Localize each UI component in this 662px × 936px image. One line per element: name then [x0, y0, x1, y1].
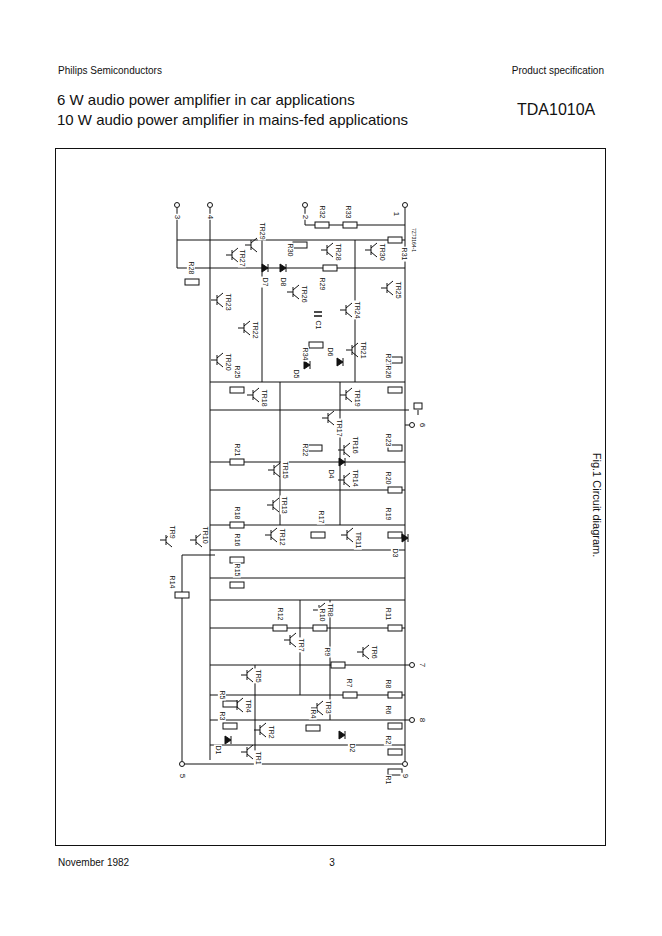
transistor-symbols [160, 238, 393, 759]
component-label: TR14 [351, 468, 359, 487]
component-label: TR30 [378, 242, 386, 261]
component-label: R18 [233, 506, 241, 521]
component-label: R6 [384, 705, 392, 716]
component-label: TR13 [280, 495, 288, 514]
header-text: November 1982 [57, 857, 130, 868]
component-label: R20 [384, 471, 392, 486]
component-label: TR16 [351, 435, 359, 454]
pin-number: 6 [418, 422, 427, 428]
component-label: TR28 [334, 242, 342, 261]
component-label: TR5 [254, 668, 262, 683]
component-label: R26 [384, 365, 392, 380]
component-label: R23 [384, 433, 392, 448]
component-label: TR23 [224, 292, 232, 311]
component-label: R11 [384, 607, 392, 621]
component-label: R12 [276, 607, 284, 622]
pin-circles [175, 203, 415, 767]
component-label: R33 [344, 205, 352, 220]
component-label: D2 [348, 743, 356, 754]
header-text: Product specification [511, 65, 605, 76]
component-label: D8 [279, 277, 287, 288]
component-label: R19 [384, 507, 392, 522]
title-line: 10 W audio power amplifier in mains-fed … [57, 110, 408, 130]
component-label: TR3 [324, 699, 332, 714]
component-label: TR19 [353, 388, 361, 407]
component-label: R28 [187, 261, 195, 276]
component-label: R29 [318, 277, 326, 292]
component-label: R15 [233, 563, 241, 578]
component-label: D3 [391, 548, 399, 559]
pin-number: 8 [418, 717, 427, 723]
component-label: R2 [384, 735, 392, 746]
pin-number: 5 [178, 773, 187, 779]
component-label: R5 [218, 690, 226, 701]
component-label: R8 [384, 679, 392, 690]
component-label: TR2 [267, 724, 275, 739]
capacitor-symbol [314, 312, 322, 316]
diode-symbols [225, 264, 408, 744]
component-label: R3 [218, 711, 226, 722]
drawing-code: 7Z73164-1 [410, 227, 416, 253]
component-label: TR24 [353, 300, 361, 319]
title-line: 6 W audio power amplifier in car applica… [57, 90, 408, 110]
component-label: R25 [233, 365, 241, 380]
component-label: TR10 [201, 525, 209, 544]
component-label: R1 [384, 775, 392, 786]
component-label: TR8 [326, 602, 334, 617]
pin-number: 7 [418, 662, 427, 668]
component-label: D4 [327, 469, 335, 480]
figure-caption: Fig.1 Circuit diagram. [591, 452, 603, 559]
component-label: D1 [214, 745, 222, 756]
component-label: C1 [314, 320, 322, 331]
component-label: TR6 [370, 644, 378, 659]
component-label: TR27 [238, 248, 246, 267]
component-label: R14 [168, 575, 176, 590]
component-label: TR25 [394, 280, 402, 299]
wiring [177, 208, 422, 764]
component-label: TR21 [359, 340, 367, 359]
component-label: R7 [345, 678, 353, 689]
component-label: TR1 [254, 750, 262, 765]
component-label: TR7 [297, 637, 305, 652]
component-label: TR11 [354, 531, 362, 550]
component-label: D6 [326, 347, 334, 358]
component-label: R4 [309, 709, 317, 720]
figure-frame [56, 149, 606, 846]
header-text: TDA1010A [516, 101, 596, 119]
component-label: TR29 [258, 221, 266, 240]
component-label: R21 [233, 443, 241, 458]
component-label: D5 [292, 369, 300, 380]
component-label: TR17 [335, 418, 343, 437]
pin-number: 9 [401, 773, 410, 779]
component-label: R30 [286, 243, 294, 258]
component-label: R9 [323, 647, 331, 658]
component-label: R17 [317, 510, 325, 525]
component-label: R34 [301, 347, 309, 362]
component-label: R31 [400, 247, 408, 262]
component-label: R22 [301, 443, 309, 458]
page-number: 3 [328, 857, 336, 868]
pin-number: 3 [173, 214, 182, 220]
component-label: R16 [233, 533, 241, 548]
component-label: TR12 [278, 527, 286, 546]
component-label: R10 [318, 608, 326, 623]
component-label: TR20 [224, 352, 232, 371]
component-label: TR26 [300, 284, 308, 303]
component-label: R32 [318, 205, 326, 220]
component-label: D7 [261, 277, 269, 288]
pin-number: 4 [206, 214, 215, 220]
component-label: TR15 [281, 460, 289, 479]
component-label: TR22 [251, 320, 259, 339]
resistor-symbols [175, 222, 402, 775]
page-title: 6 W audio power amplifier in car applica… [57, 90, 408, 130]
pin-number: 2 [301, 214, 310, 220]
header-text: Philips Semiconductors [57, 65, 163, 76]
component-label: TR4 [244, 698, 252, 713]
component-label: TR9 [168, 524, 176, 539]
component-label: TR18 [260, 388, 268, 407]
pin-number: 1 [392, 211, 401, 217]
